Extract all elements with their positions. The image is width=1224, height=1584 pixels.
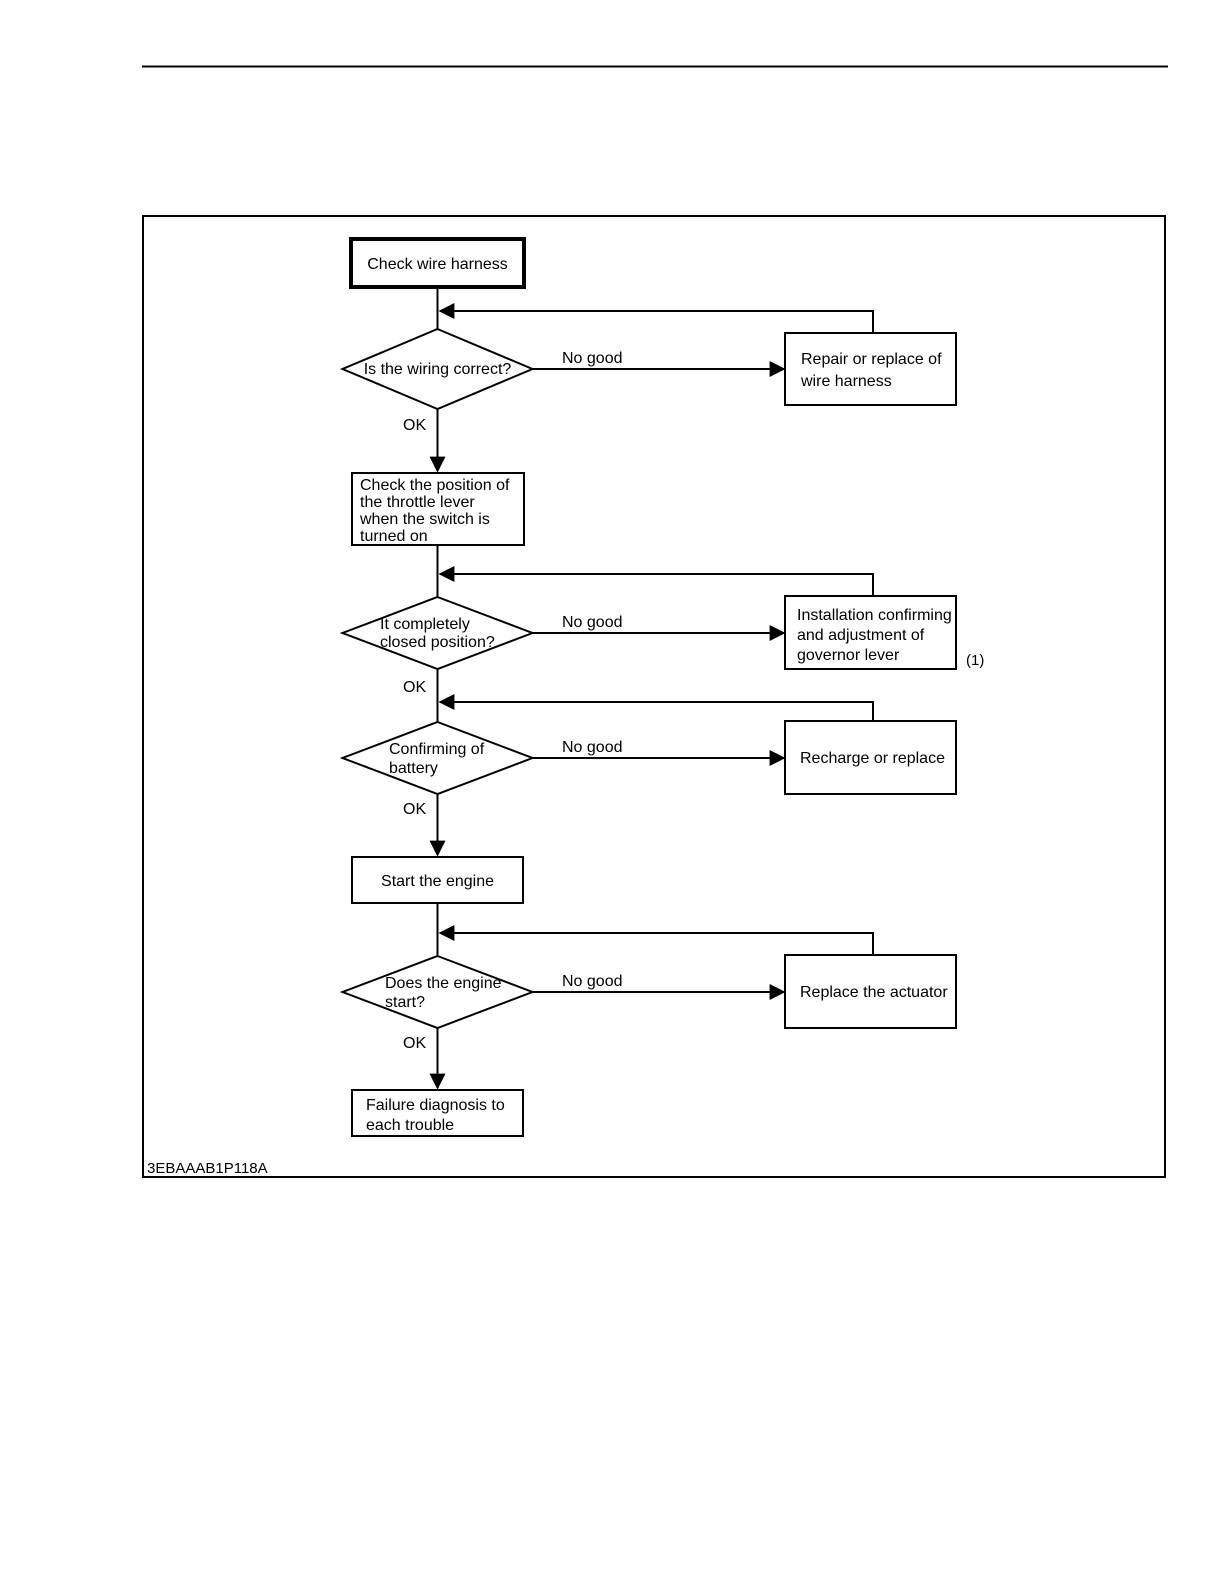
process-start-engine [351, 856, 524, 904]
no-good-label-4: No good [562, 973, 623, 990]
action-repair-wire-harness-line-1: Repair or replace of [801, 351, 942, 368]
feedback-edge-fix-wiring [438, 303, 874, 333]
decision-engine-line-2: start? [385, 994, 425, 1011]
ok-label-2: OK [403, 679, 426, 696]
decision-battery [339, 720, 536, 796]
figure-code: 3EBAAAB1P118A [147, 1160, 268, 1177]
process-check-throttle-line-1: Check the position of [360, 477, 510, 494]
feedback-edge-fix-battery [438, 694, 874, 721]
no-good-label-3: No good [562, 739, 623, 756]
process-check-throttle-line-3: when the switch is [359, 511, 490, 528]
note-1-label: (1) [966, 652, 984, 669]
action-recharge-label: Recharge or replace [800, 750, 945, 767]
action-repair-wire-harness [784, 332, 957, 406]
action-governor-line-1: Installation confirming [797, 607, 952, 624]
start-box [349, 237, 526, 289]
start-box-label: Check wire harness [367, 256, 508, 273]
no-good-label-1: No good [562, 350, 623, 367]
process-start-engine-label: Start the engine [381, 873, 494, 890]
feedback-edge-fix-governor [438, 566, 874, 596]
terminal-failure-diagnosis [351, 1089, 524, 1137]
decision-wiring-correct [339, 327, 536, 411]
process-check-throttle-line-4: turned on [360, 528, 428, 545]
decision-battery-line-2: battery [389, 760, 438, 777]
action-governor-line-2: and adjustment of [797, 627, 925, 644]
feedback-edge-fix-actuator [438, 925, 874, 955]
ok-label-3: OK [403, 801, 426, 818]
action-repair-wire-harness-line-2: wire harness [800, 373, 892, 390]
decision-completely-closed [339, 595, 536, 671]
decision-closed-line-1: It completely [380, 616, 470, 633]
terminal-diagnosis-line-1: Failure diagnosis to [366, 1097, 505, 1114]
decision-engine-line-1: Does the engine [385, 975, 502, 992]
process-check-throttle-position [351, 472, 525, 546]
figure-frame [142, 215, 1166, 1178]
decision-closed-line-2: closed position? [380, 634, 495, 651]
action-recharge-or-replace [784, 720, 957, 795]
action-replace-actuator [784, 954, 957, 1029]
decision-engine-start [339, 954, 536, 1030]
action-replace-actuator-label: Replace the actuator [800, 984, 948, 1001]
terminal-diagnosis-line-2: each trouble [366, 1117, 454, 1134]
ok-label-4: OK [403, 1035, 426, 1052]
ok-label-1: OK [403, 417, 426, 434]
decision-battery-line-1: Confirming of [389, 741, 485, 758]
decision-wiring-label: Is the wiring correct? [364, 361, 512, 378]
action-governor-line-3: governor lever [797, 647, 900, 664]
process-check-throttle-line-2: the throttle lever [360, 494, 475, 511]
no-good-label-2: No good [562, 614, 623, 631]
action-adjust-governor-lever [784, 595, 957, 670]
